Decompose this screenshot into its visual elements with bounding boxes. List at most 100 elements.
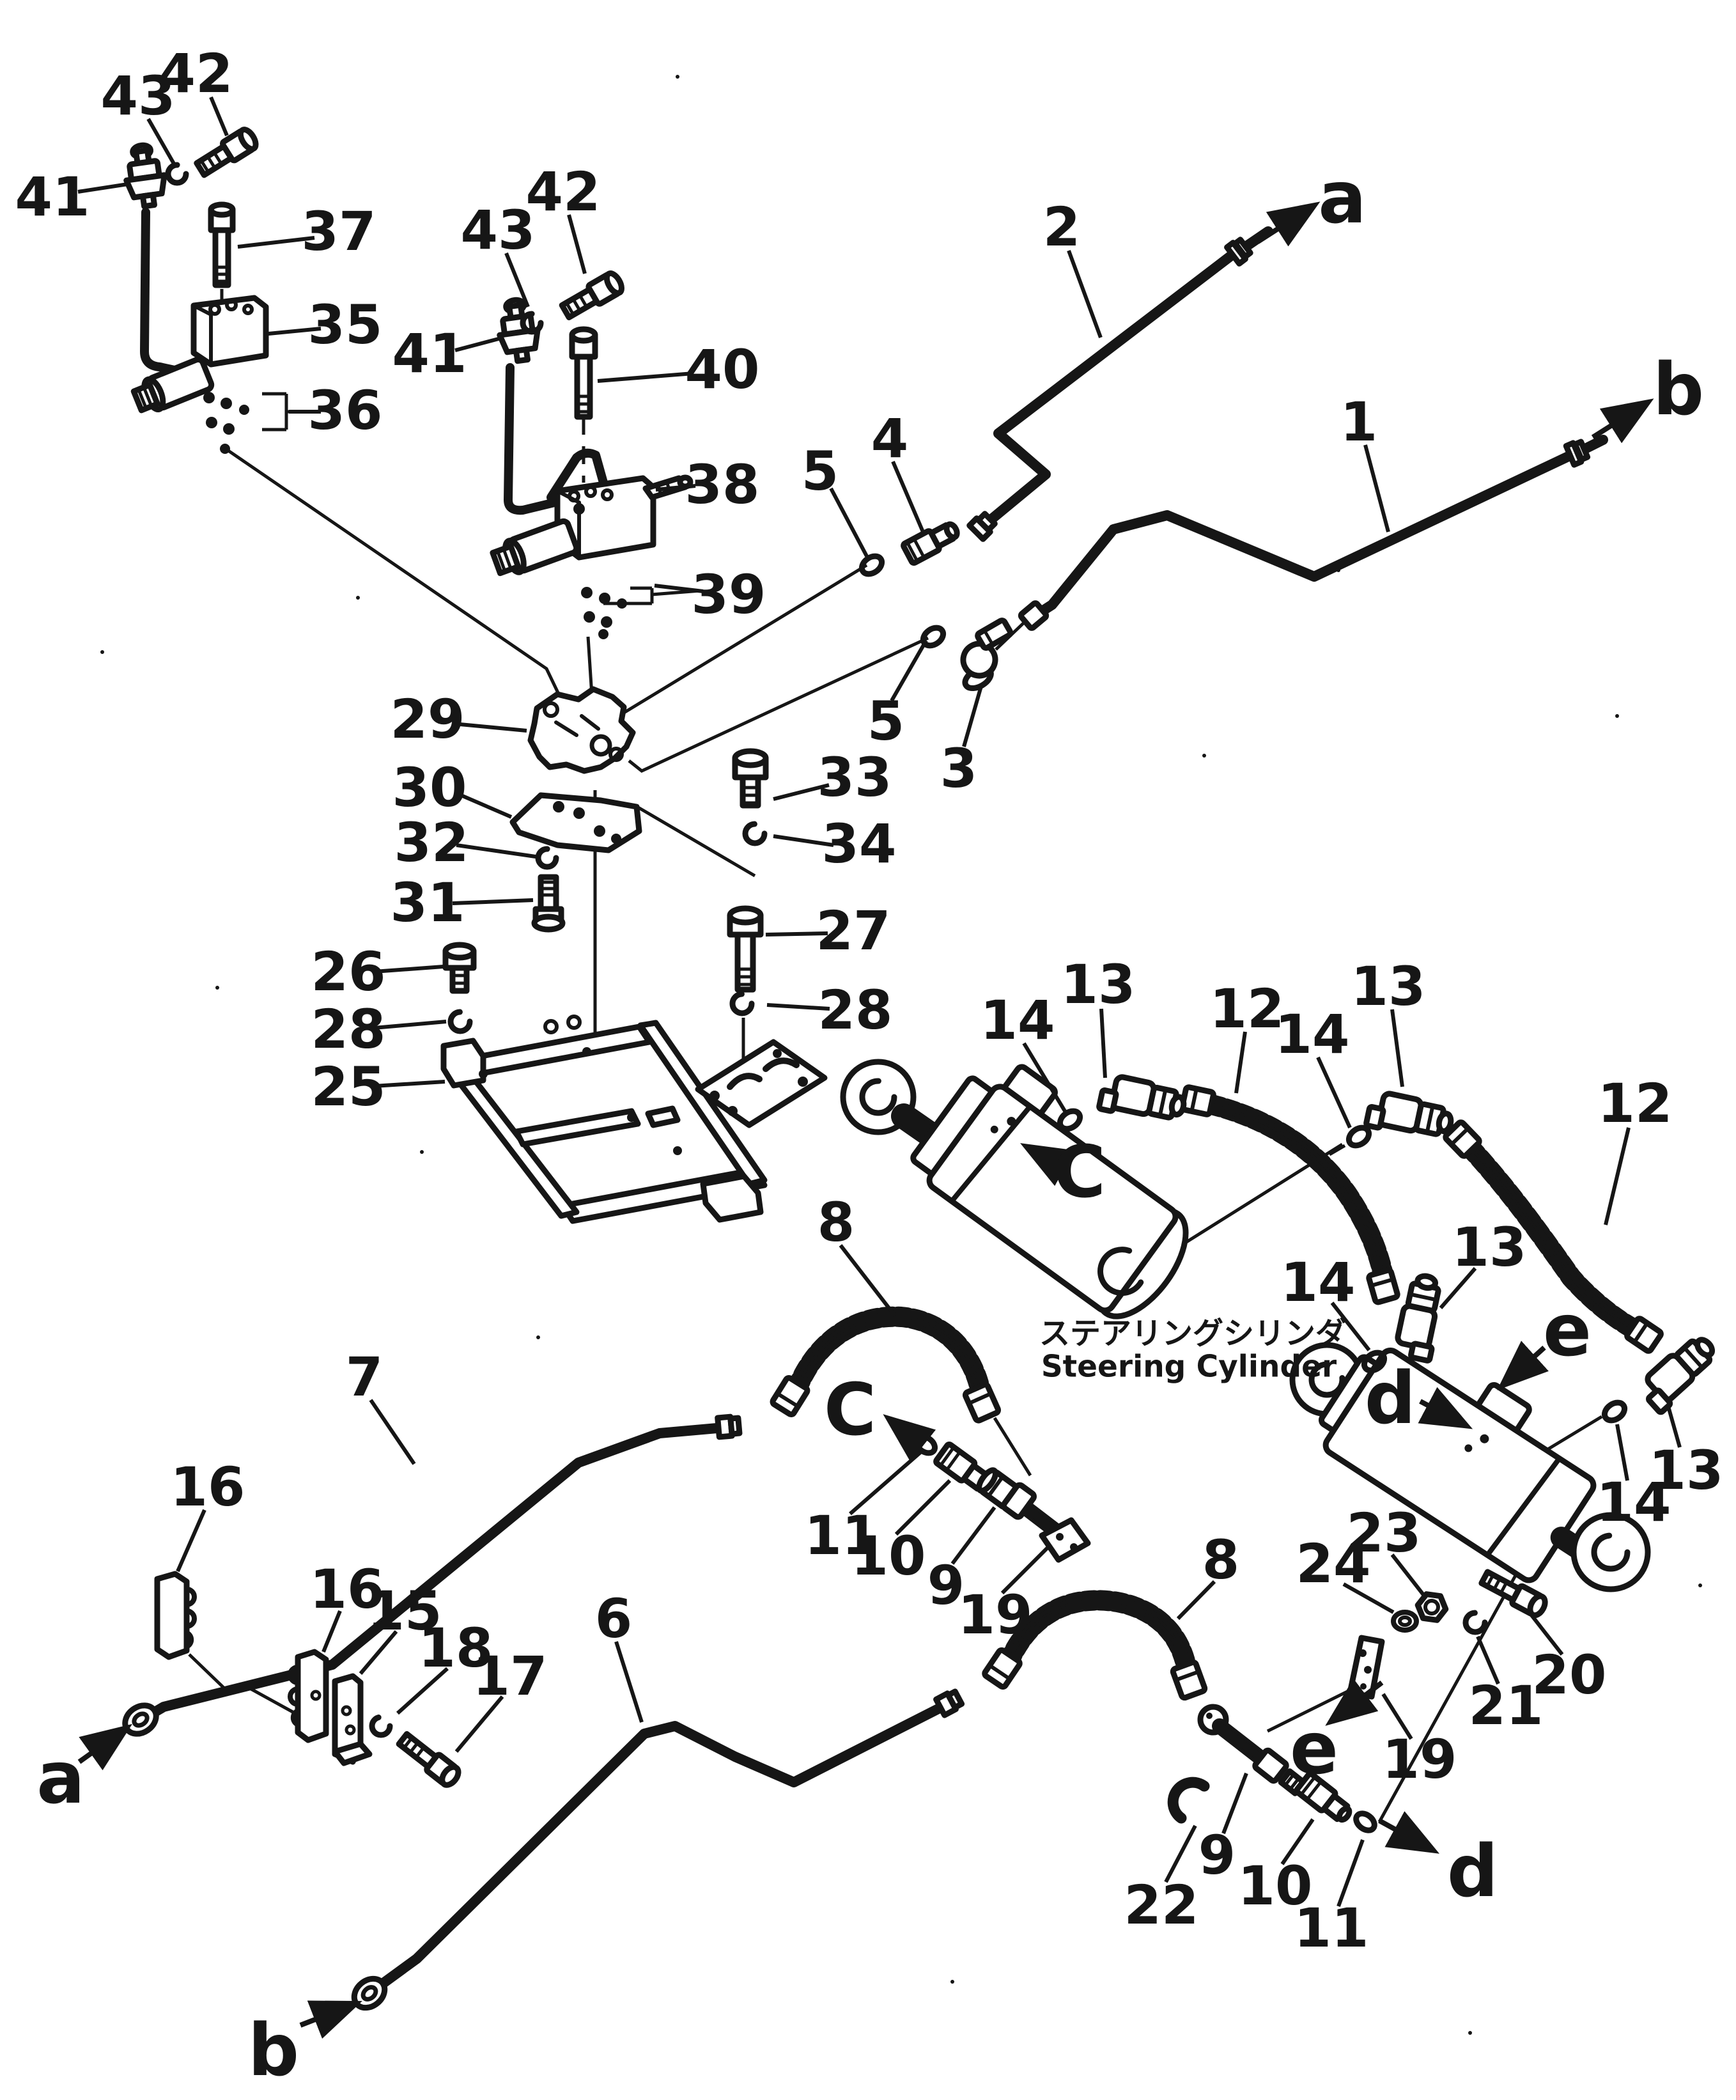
- fitting-41a: [123, 142, 167, 210]
- leader-9: [950, 1506, 996, 1565]
- callout-19: 19: [958, 1583, 1033, 1646]
- callout-23: 23: [1347, 1502, 1422, 1564]
- callout-5: 5: [867, 690, 904, 752]
- flow-letter-d: d: [1447, 1830, 1498, 1913]
- clevis-22: [1167, 1777, 1210, 1824]
- callout-14: 14: [1597, 1471, 1671, 1534]
- leader-6: [614, 1641, 644, 1723]
- lock-washer-28a: [447, 1009, 473, 1034]
- callout-26: 26: [311, 940, 386, 1003]
- leader-9: [1221, 1772, 1248, 1835]
- callout-19: 19: [1383, 1728, 1457, 1791]
- lock-washer-21: [1462, 1610, 1488, 1635]
- callout-3: 3: [940, 737, 977, 800]
- flow-letter-C: C: [824, 1369, 876, 1452]
- leader-41: [77, 182, 128, 194]
- leader-19: [1000, 1543, 1053, 1595]
- washer-24: [1391, 1610, 1419, 1633]
- callout-22: 22: [1124, 1874, 1199, 1936]
- leader-4: [891, 460, 925, 533]
- leader-25: [373, 1080, 446, 1088]
- tube-6-ferrule: [933, 1688, 965, 1718]
- callout-8: 8: [818, 1191, 855, 1254]
- flow-arrow-b: [1591, 398, 1654, 444]
- callout-1: 1: [1340, 391, 1377, 453]
- lock-washer-34: [742, 821, 768, 846]
- leader-3: [962, 683, 984, 747]
- flow-letter-a: a: [1318, 157, 1367, 240]
- tube-valve38-feed: [504, 363, 609, 515]
- leader-8: [839, 1244, 897, 1317]
- callout-36: 36: [308, 379, 383, 442]
- leader-24: [1342, 1582, 1395, 1614]
- leader-8: [1176, 1580, 1216, 1621]
- valve-38: [490, 474, 694, 577]
- callout-6: 6: [595, 1587, 632, 1650]
- oring-5a: [858, 553, 885, 577]
- callout-13: 13: [1452, 1216, 1527, 1279]
- callout-33: 33: [818, 746, 892, 809]
- plate-19a: [1039, 1517, 1091, 1563]
- leader-15: [359, 1630, 398, 1675]
- flow-arrow-e: [1497, 1341, 1549, 1390]
- leader-39: [654, 584, 704, 593]
- callout-43: 43: [101, 65, 176, 127]
- callout-18: 18: [419, 1617, 493, 1679]
- flow-letter-e: e: [1543, 1289, 1592, 1373]
- hose-12a: [1202, 1094, 1394, 1287]
- leader-27: [765, 931, 828, 937]
- leader-20: [1528, 1612, 1564, 1656]
- tube-7: [137, 1423, 722, 1725]
- orifice-set-36: [203, 392, 318, 454]
- callout-11: 11: [805, 1504, 880, 1567]
- leader-13: [1439, 1267, 1477, 1309]
- bolt-17: [396, 1731, 461, 1788]
- elbow-13a: [1096, 1074, 1187, 1121]
- callout-11: 11: [1294, 1897, 1369, 1959]
- leader-14: [1316, 1056, 1352, 1129]
- tube-2-ferrule: [966, 511, 998, 542]
- callout-14: 14: [1281, 1251, 1356, 1314]
- elbow-13c: [1395, 1273, 1441, 1364]
- tube-6: [364, 1703, 945, 1998]
- flow-arrow-d: [1418, 1387, 1473, 1429]
- leader-12: [1604, 1127, 1631, 1225]
- callout-13: 13: [1061, 953, 1136, 1016]
- leader-16: [176, 1509, 206, 1573]
- flow-arrow-e: [1325, 1678, 1384, 1726]
- leader-1: [1363, 444, 1390, 533]
- oring-14d: [1601, 1399, 1628, 1424]
- flow-letter-e: e: [1290, 1707, 1338, 1791]
- tube-valve35-feed: [140, 208, 194, 378]
- callout-10: 10: [1238, 1855, 1313, 1917]
- flow-letter-d: d: [1365, 1357, 1416, 1440]
- oring-14c: [1361, 1349, 1388, 1374]
- flow-letter-C: C: [1053, 1131, 1106, 1214]
- orifice-set-39: [581, 586, 701, 639]
- callout-13: 13: [1351, 955, 1426, 1018]
- clip-18: [369, 1714, 393, 1738]
- leader-13: [1099, 1008, 1107, 1078]
- callout-13: 13: [1649, 1439, 1724, 1502]
- leader-28: [373, 1020, 447, 1030]
- lock-washer-28b: [729, 991, 755, 1016]
- elbow-3: [960, 618, 1014, 692]
- nut-23: [1414, 1591, 1449, 1623]
- callout-30: 30: [392, 756, 467, 819]
- callout-42: 42: [526, 160, 601, 223]
- leader-14: [1615, 1424, 1629, 1481]
- bracket-15: [332, 1673, 373, 1766]
- callout-34: 34: [822, 813, 897, 875]
- leader-33: [773, 783, 830, 801]
- callout-10: 10: [851, 1525, 926, 1587]
- callout-9: 9: [1198, 1824, 1236, 1886]
- callout-27: 27: [816, 899, 891, 962]
- callout-15: 15: [368, 1580, 442, 1642]
- leader-32: [456, 843, 536, 859]
- callout-25: 25: [311, 1055, 386, 1118]
- callout-12: 12: [1598, 1072, 1673, 1135]
- lock-washer-43a: [165, 162, 189, 186]
- leader-19: [1381, 1693, 1413, 1740]
- callout-16: 16: [310, 1558, 385, 1621]
